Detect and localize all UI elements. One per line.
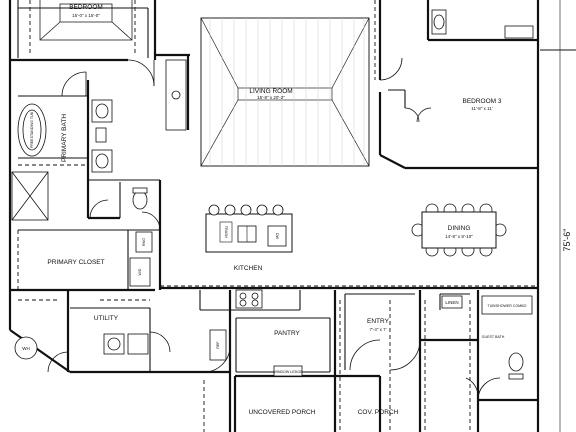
- bedroom-3-label: BEDROOM 3: [462, 98, 501, 105]
- bedroom-top-label: BEDROOM: [69, 4, 103, 11]
- pantry-label: PANTRY: [274, 330, 300, 337]
- overall-depth-dimension: 75'-6": [562, 229, 572, 252]
- living-room-ceiling: [200, 17, 370, 167]
- window-ledge-label: WINDOW LEDGE: [274, 370, 304, 374]
- entry-label: ENTRY: [367, 318, 390, 325]
- interior-walls: [17, 0, 576, 373]
- utility-label: UTILITY: [94, 315, 119, 322]
- dishwasher-label: DW: [275, 233, 279, 240]
- uncovered-porch-label: UNCOVERED PORCH: [249, 409, 316, 416]
- kitchen-label: KITCHEN: [234, 265, 263, 272]
- dashed-lines: [17, 0, 536, 432]
- dining-table: [411, 203, 507, 257]
- fridge-label: REF: [216, 341, 220, 349]
- bedroom-3-dims: 11'-8" x 11': [471, 106, 493, 111]
- doors: [47, 57, 501, 401]
- tub-shower-label: TUB/SHOWER COMBO: [488, 304, 527, 308]
- bedroom-ceiling: [39, 0, 133, 41]
- water-heater-label: WH: [22, 346, 30, 351]
- bedroom-top-dims: 15'-0" x 15'-0": [72, 13, 100, 18]
- walls: [8, 0, 540, 432]
- linen-label: LINEN: [445, 300, 458, 305]
- trash-label: TRASH: [224, 226, 228, 239]
- primary-bath-label: PRIMARY BATH: [61, 114, 68, 162]
- cov-porch-label: COV. PORCH: [358, 409, 399, 416]
- primary-closet-label: PRIMARY CLOSET: [47, 259, 104, 266]
- living-room-dims: 15'-8" x 20'-2": [257, 95, 285, 100]
- dining-dims: 14'-8" x 8'-10": [445, 234, 473, 239]
- bath-fixtures: [11, 9, 534, 380]
- guest-bath-label: GUEST BATH: [482, 335, 505, 339]
- kitchen-island: [205, 204, 293, 253]
- living-room-label: LIVING ROOM: [249, 88, 292, 95]
- washer-dryer-label: W/D: [138, 268, 142, 275]
- utility-details: [14, 59, 463, 377]
- freestanding-tub-label: FREESTANDING TUB: [30, 111, 34, 148]
- range-label: RNG: [142, 238, 146, 246]
- entry-dims: 7'-4" x 7': [369, 327, 386, 332]
- dining-label: DINING: [448, 225, 471, 232]
